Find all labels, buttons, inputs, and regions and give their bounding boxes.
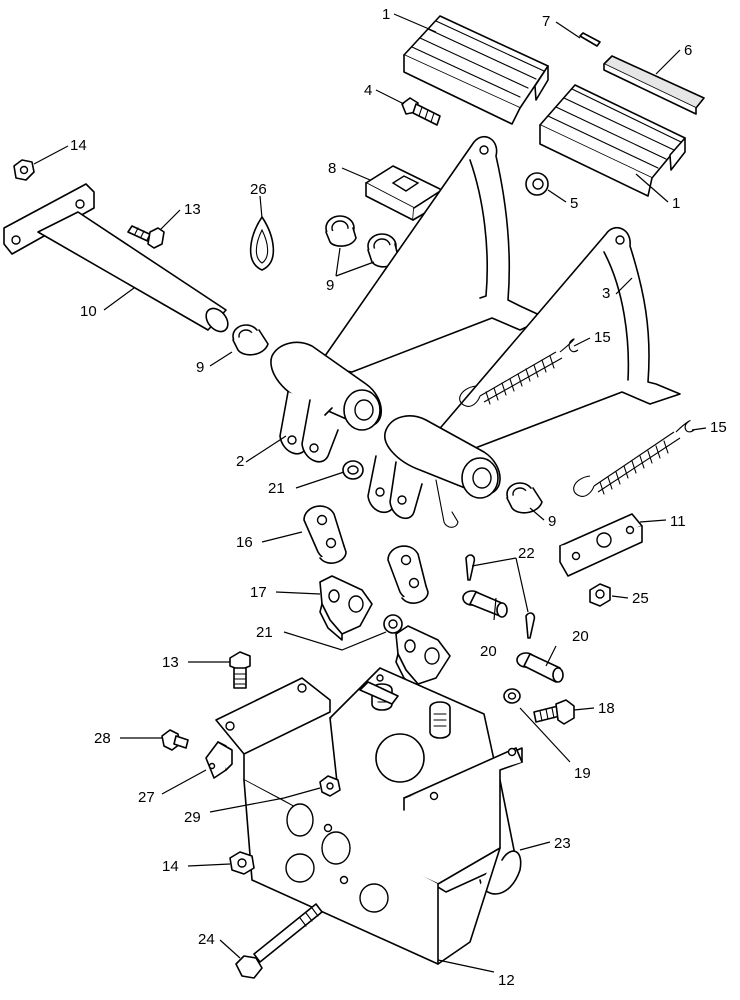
callout-9-left: 9 — [196, 359, 204, 376]
callout-11: 11 — [670, 513, 686, 530]
callout-2: 2 — [236, 453, 244, 470]
pedal-pad-upper — [403, 15, 549, 125]
callout-22: 22 — [518, 545, 535, 562]
bushing-right — [506, 482, 543, 514]
cotter-pin-upper — [465, 554, 476, 581]
callout-12: 12 — [498, 972, 515, 989]
return-spring-lower — [573, 419, 695, 497]
callout-6: 6 — [684, 42, 692, 59]
callout-26: 26 — [250, 181, 267, 198]
pedal-bracket — [215, 677, 523, 965]
callout-1-upper: 1 — [382, 6, 390, 23]
mounting-plate — [559, 513, 643, 577]
callout-7: 7 — [542, 13, 550, 30]
callout-4: 4 — [364, 82, 372, 99]
bushing-upper-a — [325, 215, 357, 247]
callout-9-right: 9 — [548, 513, 556, 530]
link-plate-left — [303, 505, 347, 564]
flat-washer-upper — [342, 460, 364, 480]
leader-lines — [33, 13, 707, 973]
wire-clip — [205, 741, 233, 779]
callout-19: 19 — [574, 765, 591, 782]
callout-15-upper: 15 — [594, 329, 611, 346]
callout-28: 28 — [94, 730, 111, 747]
hex-bolt-upper — [127, 225, 165, 249]
callout-15-lower: 15 — [710, 419, 727, 436]
pedal-arm-left — [270, 136, 547, 463]
callout-10: 10 — [80, 303, 97, 320]
clevis-pin-upper — [462, 590, 508, 618]
callout-25: 25 — [632, 590, 649, 607]
callout-5: 5 — [570, 195, 578, 212]
long-bolt — [235, 903, 323, 979]
callout-8: 8 — [328, 160, 336, 177]
bushing-left — [232, 324, 269, 356]
hex-nut-lower — [229, 851, 255, 875]
callout-3: 3 — [602, 285, 610, 302]
callout-18: 18 — [598, 700, 615, 717]
screw-28 — [161, 729, 189, 751]
roll-pin — [579, 32, 601, 47]
return-spring-upper — [459, 338, 579, 407]
callout-29: 29 — [184, 809, 201, 826]
callout-14-lower: 14 — [162, 858, 179, 875]
hex-bolt-18 — [533, 699, 575, 725]
pedal-clip — [249, 216, 275, 271]
callout-13-upper: 13 — [184, 201, 201, 218]
hex-nut-top — [13, 159, 35, 181]
flat-washer-lower — [383, 614, 403, 634]
flange-bolt — [401, 97, 441, 126]
callout-13-lower: 13 — [162, 654, 179, 671]
pedal-strip — [603, 55, 705, 115]
callout-21-upper: 21 — [268, 480, 285, 497]
callout-9-upper: 9 — [326, 277, 334, 294]
pedal-pad-lower — [539, 84, 686, 197]
callout-27: 27 — [138, 789, 155, 806]
callout-24: 24 — [198, 931, 215, 948]
flange-nut — [525, 172, 549, 196]
callout-14-upper: 14 — [70, 137, 87, 154]
hex-nut-29 — [319, 775, 341, 797]
callout-1-lower: 1 — [672, 195, 680, 212]
clevis-right — [395, 625, 451, 691]
callout-17: 17 — [250, 584, 267, 601]
cotter-pin-lower — [525, 612, 536, 639]
callout-21-lower: 21 — [256, 624, 273, 641]
hex-nut-25 — [589, 583, 611, 607]
cross-shaft — [3, 183, 229, 333]
callout-23: 23 — [554, 835, 571, 852]
callout-20-left: 20 — [480, 643, 497, 660]
link-plate-right — [387, 545, 429, 604]
clevis-pin-lower — [516, 652, 564, 683]
pedal-arm-right — [367, 226, 681, 528]
callout-labels: 1 1 2 3 4 5 6 7 8 9 9 9 10 11 12 13 13 1… — [70, 6, 727, 989]
callout-16: 16 — [236, 534, 253, 551]
lock-washer — [503, 688, 521, 704]
clevis-left — [319, 575, 373, 641]
callout-20-right: 20 — [572, 628, 589, 645]
hex-bolt-lower — [229, 651, 251, 689]
